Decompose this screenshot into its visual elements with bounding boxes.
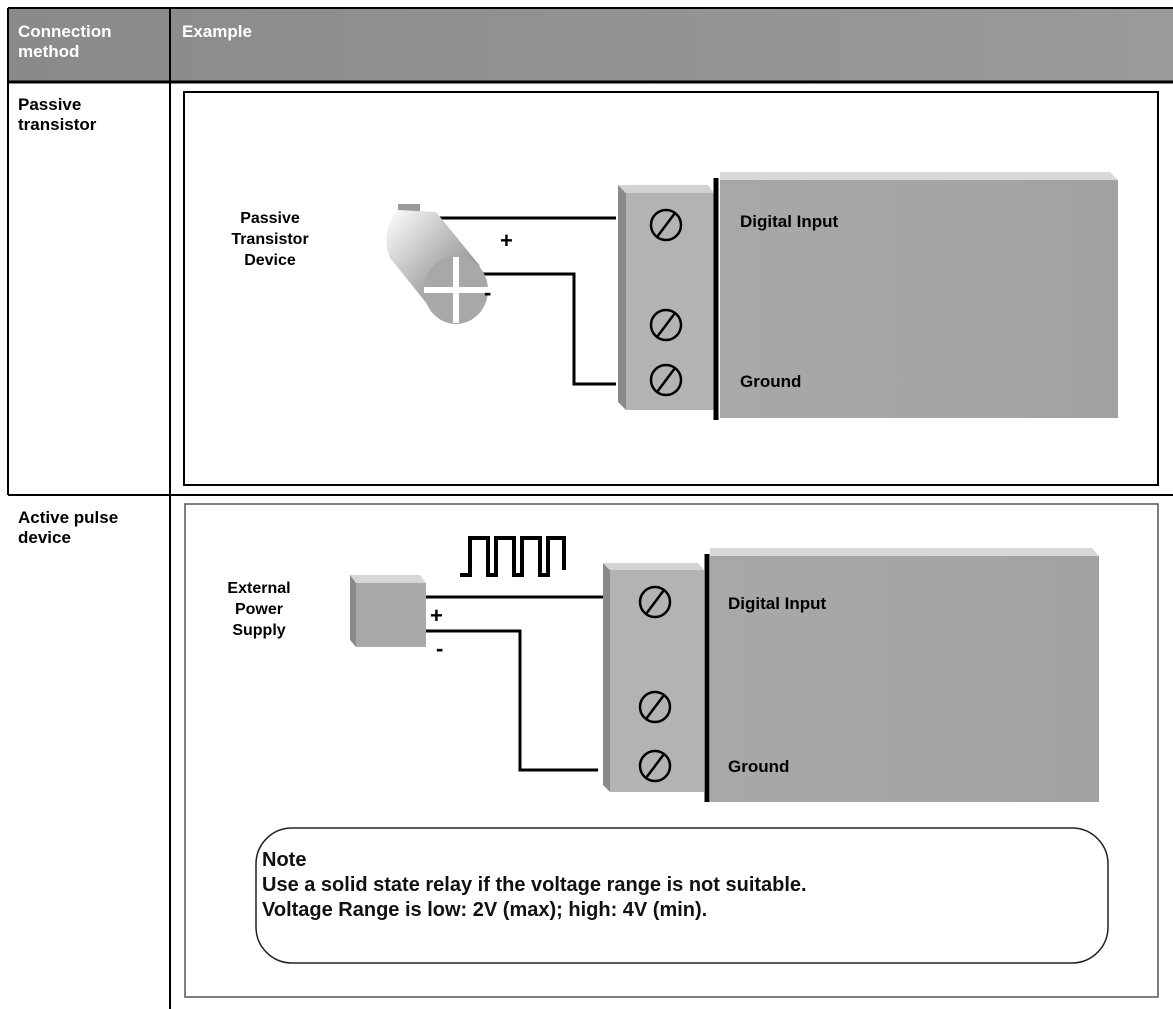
method-label: Active pulse	[18, 508, 119, 527]
method-label: transistor	[18, 115, 97, 134]
device-label-line: Device	[244, 252, 296, 269]
plus-sign: +	[500, 228, 513, 253]
device-label: External Power Supply	[210, 578, 308, 641]
screw-terminal	[638, 585, 672, 783]
pulse-waveform-icon	[460, 536, 566, 577]
digital-input-block	[710, 556, 1099, 802]
note-text: Note Use a solid state relay if the volt…	[262, 848, 807, 923]
note-line: Use a solid state relay if the voltage r…	[262, 874, 807, 896]
minus-sign: -	[436, 636, 444, 661]
note-title: Note	[262, 849, 307, 871]
plus-sign: +	[430, 603, 443, 628]
ground-label: Ground	[728, 757, 790, 776]
digital-input-block	[720, 180, 1118, 418]
note-line: Voltage Range is low: 2V (max); high: 4V…	[262, 899, 708, 921]
header-label: Connection	[18, 22, 112, 41]
device-label-line: External	[227, 580, 291, 597]
header-label: method	[18, 42, 80, 61]
terminal-strip	[610, 570, 704, 792]
ground-label: Ground	[740, 372, 802, 391]
passive-transistor-diagram	[183, 91, 1159, 486]
digital-input-label: Digital Input	[728, 594, 827, 613]
note-box	[255, 827, 1109, 964]
terminal-strip	[626, 193, 714, 410]
header-example: Example	[182, 22, 252, 41]
method-passive-transistor: Passive transistor	[18, 95, 96, 135]
method-active-pulse: Active pulse device	[18, 508, 118, 548]
method-label: device	[18, 528, 71, 547]
negative-wire	[426, 629, 598, 772]
screw-terminal	[649, 208, 683, 397]
header-background	[8, 8, 1173, 82]
device-label-line: Transistor	[231, 231, 309, 248]
minus-sign: -	[484, 280, 492, 305]
active-pulse-diagram	[184, 503, 1159, 998]
negative-wire	[478, 272, 616, 386]
transistor-device	[386, 204, 488, 324]
power-supply-box	[350, 575, 426, 647]
device-label-line: Supply	[232, 622, 286, 639]
device-label-line: Passive	[240, 210, 300, 227]
device-label-line: Power	[234, 601, 283, 618]
digital-input-label: Digital Input	[740, 212, 839, 231]
device-label: Passive Transistor Device	[222, 208, 318, 271]
header-connection-method: Connection method	[18, 22, 112, 62]
method-label: Passive	[18, 95, 82, 114]
